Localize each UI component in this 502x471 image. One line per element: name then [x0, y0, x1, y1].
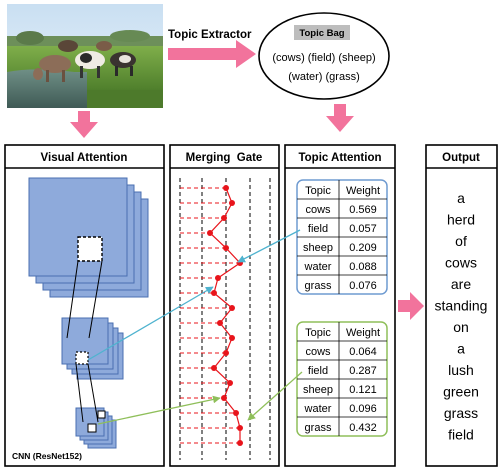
- output-word: field: [448, 427, 474, 443]
- output-word: a: [457, 190, 465, 206]
- panel-visual-attention: [4, 144, 165, 467]
- gate-point: [237, 440, 243, 446]
- topic-bag-line1: (cows) (field) (sheep): [272, 52, 375, 64]
- table-cell-topic: grass: [305, 280, 332, 292]
- gate-point: [211, 290, 217, 296]
- gate-curve: [209, 187, 241, 443]
- attention-patch-small-2: [97, 410, 106, 419]
- table-cell-weight: 0.432: [349, 422, 377, 434]
- arrow-to-output: [398, 292, 424, 320]
- gate-point: [227, 380, 233, 386]
- panel-output: [425, 144, 498, 467]
- table-header-weight: Weight: [346, 327, 380, 339]
- table-cell-weight: 0.569: [349, 204, 377, 216]
- output-word: herd: [447, 212, 475, 228]
- gate-point: [233, 410, 239, 416]
- topic-extractor-label: Topic Extractor: [168, 29, 252, 41]
- arrow-bag-to-topic: [326, 104, 354, 132]
- table-cell-weight: 0.287: [349, 365, 377, 377]
- table-cell-topic: field: [308, 223, 328, 235]
- table-cell-weight: 0.209: [349, 242, 377, 254]
- output-word: are: [451, 276, 471, 292]
- table-cell-weight: 0.121: [349, 384, 377, 396]
- gate-point: [217, 320, 223, 326]
- topic-bag-line2: (water) (grass): [288, 71, 360, 83]
- connector-cyan-table-to-gate: [237, 229, 301, 263]
- output-word: lush: [448, 362, 474, 378]
- output-word: a: [457, 341, 465, 357]
- projection-line: [88, 260, 103, 339]
- table-cell-weight: 0.057: [349, 223, 377, 235]
- panel-merging-gate: [169, 144, 280, 467]
- attention-patch-small: [87, 423, 97, 433]
- cow-figure: [33, 55, 71, 82]
- gate-point: [211, 365, 217, 371]
- topic-bag-title-bg: [294, 25, 350, 40]
- table-cell-weight: 0.076: [349, 280, 377, 292]
- table-header-topic: Topic: [305, 327, 331, 339]
- table-cell-topic: field: [308, 365, 328, 377]
- output-word: on: [453, 319, 469, 335]
- table-cell-topic: water: [304, 403, 332, 415]
- attention-patch-medium: [75, 351, 89, 365]
- gate-point: [229, 200, 235, 206]
- gate-point: [223, 185, 229, 191]
- gate-point: [223, 245, 229, 251]
- input-photo: [7, 4, 163, 108]
- output-word: cows: [445, 255, 477, 271]
- gate-point: [221, 215, 227, 221]
- cow-figure: [58, 40, 112, 52]
- topic-bag: [258, 12, 390, 100]
- gate-point: [215, 275, 221, 281]
- connector-green-feature-to-gate: [97, 395, 221, 425]
- gate-rows: [180, 185, 243, 446]
- gate-point: [207, 230, 213, 236]
- output-word: green: [443, 384, 479, 400]
- output-sentence: a herd of cows are standing on a lush green grass f…: [435, 190, 488, 443]
- arrow-photo-to-visual: [70, 111, 98, 138]
- panel-title-topic-attention: Topic Attention: [298, 152, 381, 164]
- table-cell-weight: 0.096: [349, 403, 377, 415]
- feature-map-stack-medium: [61, 317, 124, 380]
- panel-title-output: Output: [442, 152, 480, 164]
- cow-figure: [110, 52, 136, 76]
- projection-line: [66, 260, 79, 339]
- connector-green-table-to-gate: [247, 371, 303, 421]
- gate-point: [237, 425, 243, 431]
- output-word: standing: [435, 298, 488, 314]
- projection-line: [75, 363, 84, 423]
- output-word: of: [455, 233, 467, 249]
- gate-point: [229, 335, 235, 341]
- cow-figure: [75, 51, 105, 78]
- cnn-label: CNN (ResNet152): [12, 451, 82, 461]
- table-cell-topic: cows: [305, 346, 331, 358]
- table-header-topic: Topic: [305, 185, 331, 197]
- table-cell-weight: 0.088: [349, 261, 377, 273]
- table-cell-topic: grass: [305, 422, 332, 434]
- panel-title-merging-gate: Merging Gate: [186, 152, 263, 164]
- projection-line: [87, 363, 99, 423]
- gate-point: [223, 350, 229, 356]
- output-word: grass: [444, 405, 478, 421]
- attention-patch-large: [77, 236, 103, 262]
- arrow-to-topic-bag: [168, 40, 256, 68]
- table-cell-topic: sheep: [303, 384, 333, 396]
- topic-weight-table-top: Topic Weight cows 0.569 field 0.057 sheep 0.209…: [296, 179, 388, 295]
- topic-bag-title: Topic Bag: [299, 28, 344, 39]
- panel-title-visual-attention: Visual Attention: [41, 152, 128, 164]
- gate-point: [229, 305, 235, 311]
- connector-cyan-feature-to-gate: [87, 286, 214, 361]
- table-cell-weight: 0.064: [349, 346, 377, 358]
- table-cell-topic: water: [304, 261, 332, 273]
- panel-topic-attention: [284, 144, 396, 467]
- table-cell-topic: cows: [305, 204, 331, 216]
- table-header-weight: Weight: [346, 185, 380, 197]
- gate-point: [221, 395, 227, 401]
- table-cell-topic: sheep: [303, 242, 333, 254]
- topic-weight-table-bottom: Topic Weight cows 0.064 field 0.287 sheep 0.121…: [296, 321, 388, 437]
